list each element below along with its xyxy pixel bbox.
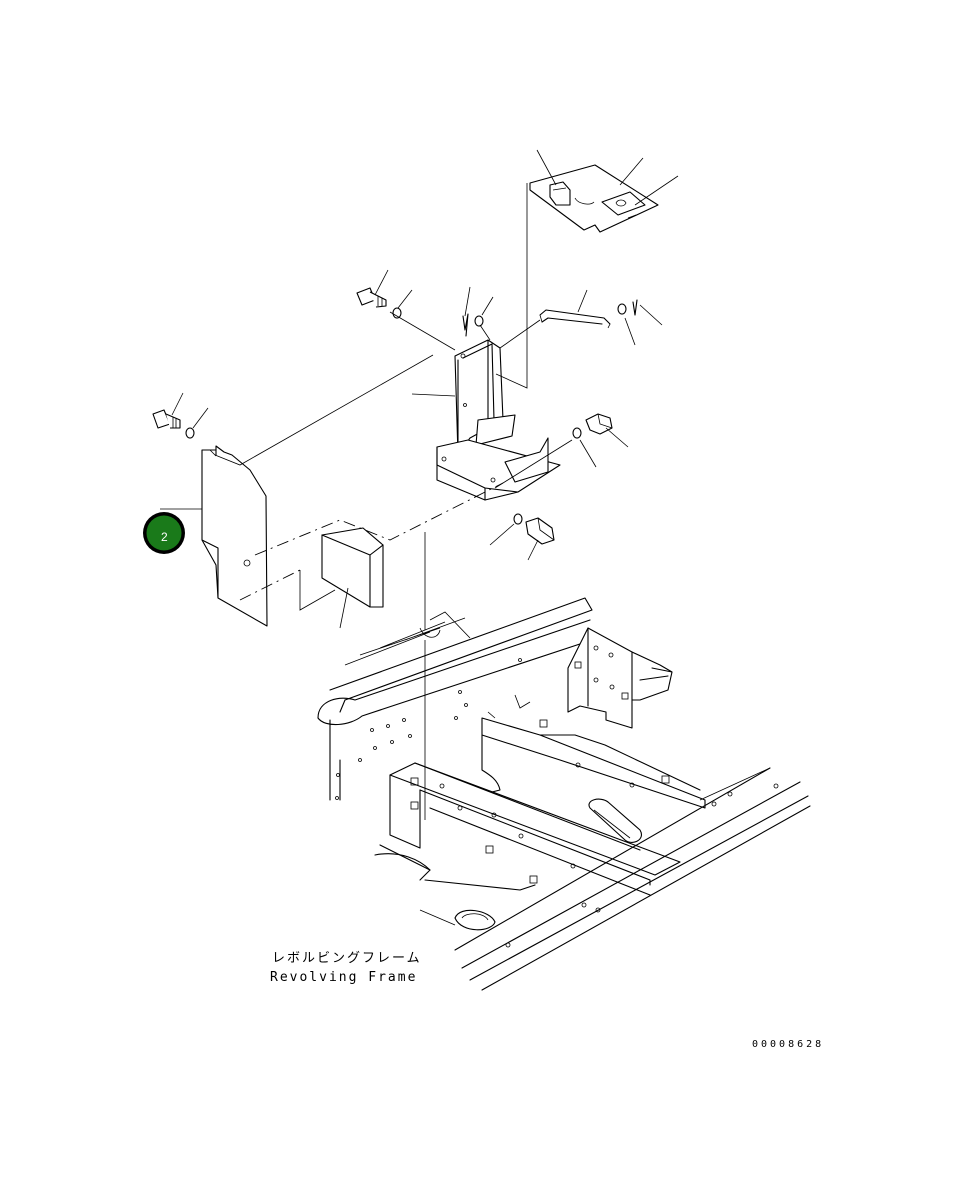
- callout-number: 2: [161, 530, 168, 544]
- bolt-3: [585, 413, 613, 435]
- side-cover-plate: [201, 445, 268, 627]
- top-mounting-plate: [529, 164, 659, 233]
- drawing-reference-code: 00008628: [752, 1039, 824, 1050]
- frame-label-english: Revolving Frame: [270, 970, 417, 985]
- callout-badge-2[interactable]: 2: [143, 512, 185, 554]
- alignment-lines: [214, 183, 573, 820]
- revolving-frame: [317, 597, 811, 991]
- leader-lines: [160, 149, 679, 629]
- fasteners: [152, 287, 638, 545]
- rivet-dots: [335, 658, 522, 800]
- bolt-2: [152, 409, 181, 429]
- frame-label-japanese: レボルビングフレーム: [272, 951, 422, 966]
- control-box: [321, 527, 384, 608]
- bolt-4: [525, 517, 555, 545]
- bolt-1: [356, 287, 387, 308]
- bent-rod: [539, 309, 611, 329]
- bracket-assembly: [436, 339, 561, 501]
